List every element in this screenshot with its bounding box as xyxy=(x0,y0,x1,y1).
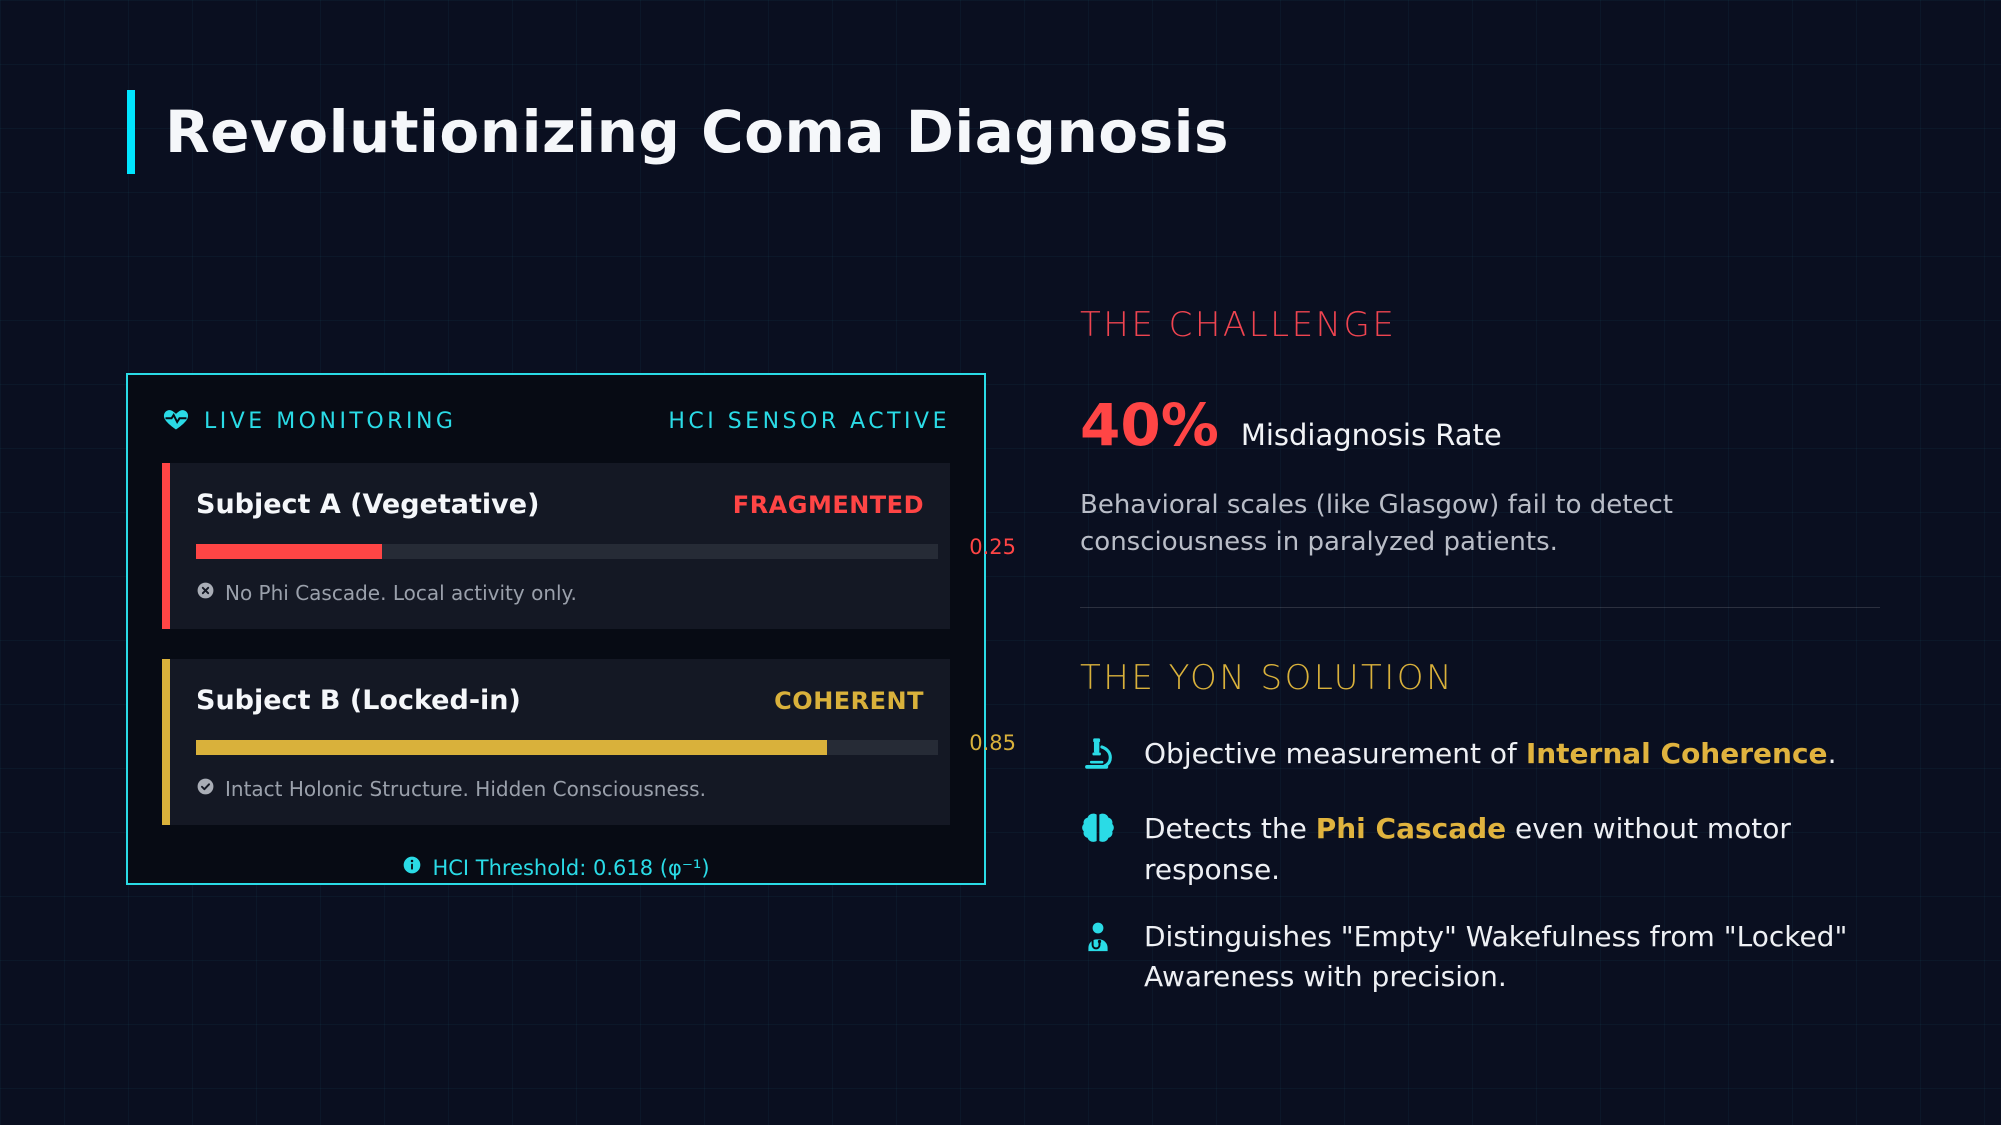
solution-heading: THE YON SOLUTION xyxy=(1080,657,1455,698)
section-divider xyxy=(1080,606,1880,608)
subject-a-note-text: No Phi Cascade. Local activity only. xyxy=(225,581,577,605)
live-monitoring-panel: LIVE MONITORING HCI SENSOR ACTIVE Subjec… xyxy=(126,373,1016,885)
subject-b-name: Subject B (Locked-in) xyxy=(196,685,521,716)
subject-card-b: Subject B (Locked-in) COHERENT 0.85 Inta… xyxy=(162,659,1016,825)
solution-bullets: Objective measurement of Internal Cohere… xyxy=(1080,734,1880,998)
subject-b-value: 0.85 xyxy=(969,731,1016,755)
challenge-heading: THE CHALLENGE xyxy=(1080,305,1397,345)
stat-value: 40% xyxy=(1080,391,1219,459)
subject-b-bar-fill xyxy=(196,740,827,755)
subject-a-note: No Phi Cascade. Local activity only. xyxy=(196,581,924,605)
subject-a-bar-track xyxy=(196,544,938,559)
title-row: Revolutionizing Coma Diagnosis xyxy=(127,90,1229,174)
stat-label: Misdiagnosis Rate xyxy=(1240,418,1502,452)
highlight-phi-cascade: Phi Cascade xyxy=(1315,812,1507,846)
subject-a-bar-fill xyxy=(196,544,382,559)
right-column: THE CHALLENGE 40% Misdiagnosis Rate Beha… xyxy=(1080,305,1880,1024)
title-accent-bar xyxy=(127,90,135,174)
monitor-title: LIVE MONITORING xyxy=(204,408,457,434)
brain-icon xyxy=(1080,811,1116,859)
user-doctor-icon xyxy=(1080,919,1116,967)
subject-a-value: 0.25 xyxy=(969,535,1016,559)
subject-a-header: Subject A (Vegetative) FRAGMENTED xyxy=(196,489,924,520)
subject-card-a: Subject A (Vegetative) FRAGMENTED 0.25 N… xyxy=(162,463,1016,629)
cross-circle-icon xyxy=(196,581,215,605)
bullet-text: Distinguishes "Empty" Wakefulness from "… xyxy=(1144,919,1848,994)
subject-b-note: Intact Holonic Structure. Hidden Conscio… xyxy=(196,777,924,801)
subject-b-bar-track xyxy=(196,740,938,755)
bullet-internal-coherence: Objective measurement of Internal Cohere… xyxy=(1080,734,1880,784)
info-icon xyxy=(402,855,422,880)
highlight-internal-coherence: Internal Coherence xyxy=(1525,736,1828,770)
microscope-icon xyxy=(1080,736,1116,784)
threshold-row: HCI Threshold: 0.618 (φ⁻¹) xyxy=(128,855,984,880)
heart-pulse-icon xyxy=(162,405,190,437)
monitor-header-left: LIVE MONITORING xyxy=(162,405,456,437)
challenge-body: Behavioral scales (like Glasgow) fail to… xyxy=(1080,490,1673,557)
subject-a-status: FRAGMENTED xyxy=(732,491,924,519)
bullet-text: Detects the Phi Cascade even without mot… xyxy=(1144,812,1791,886)
subject-a-name: Subject A (Vegetative) xyxy=(196,489,540,520)
check-circle-icon xyxy=(196,777,215,801)
monitor-header: LIVE MONITORING HCI SENSOR ACTIVE xyxy=(128,375,984,463)
sensor-status: HCI SENSOR ACTIVE xyxy=(668,408,950,434)
misdiagnosis-stat: 40% Misdiagnosis Rate xyxy=(1080,391,1880,459)
bullet-distinguish: Distinguishes "Empty" Wakefulness from "… xyxy=(1080,917,1880,998)
subject-b-header: Subject B (Locked-in) COHERENT xyxy=(196,685,924,716)
subject-b-status: COHERENT xyxy=(774,687,924,715)
bullet-text: Objective measurement of Internal Cohere… xyxy=(1144,736,1837,770)
subject-b-note-text: Intact Holonic Structure. Hidden Conscio… xyxy=(225,777,706,801)
page-title: Revolutionizing Coma Diagnosis xyxy=(165,98,1230,166)
bullet-phi-cascade: Detects the Phi Cascade even without mot… xyxy=(1080,809,1880,890)
threshold-label: HCI Threshold: 0.618 (φ⁻¹) xyxy=(432,855,710,880)
